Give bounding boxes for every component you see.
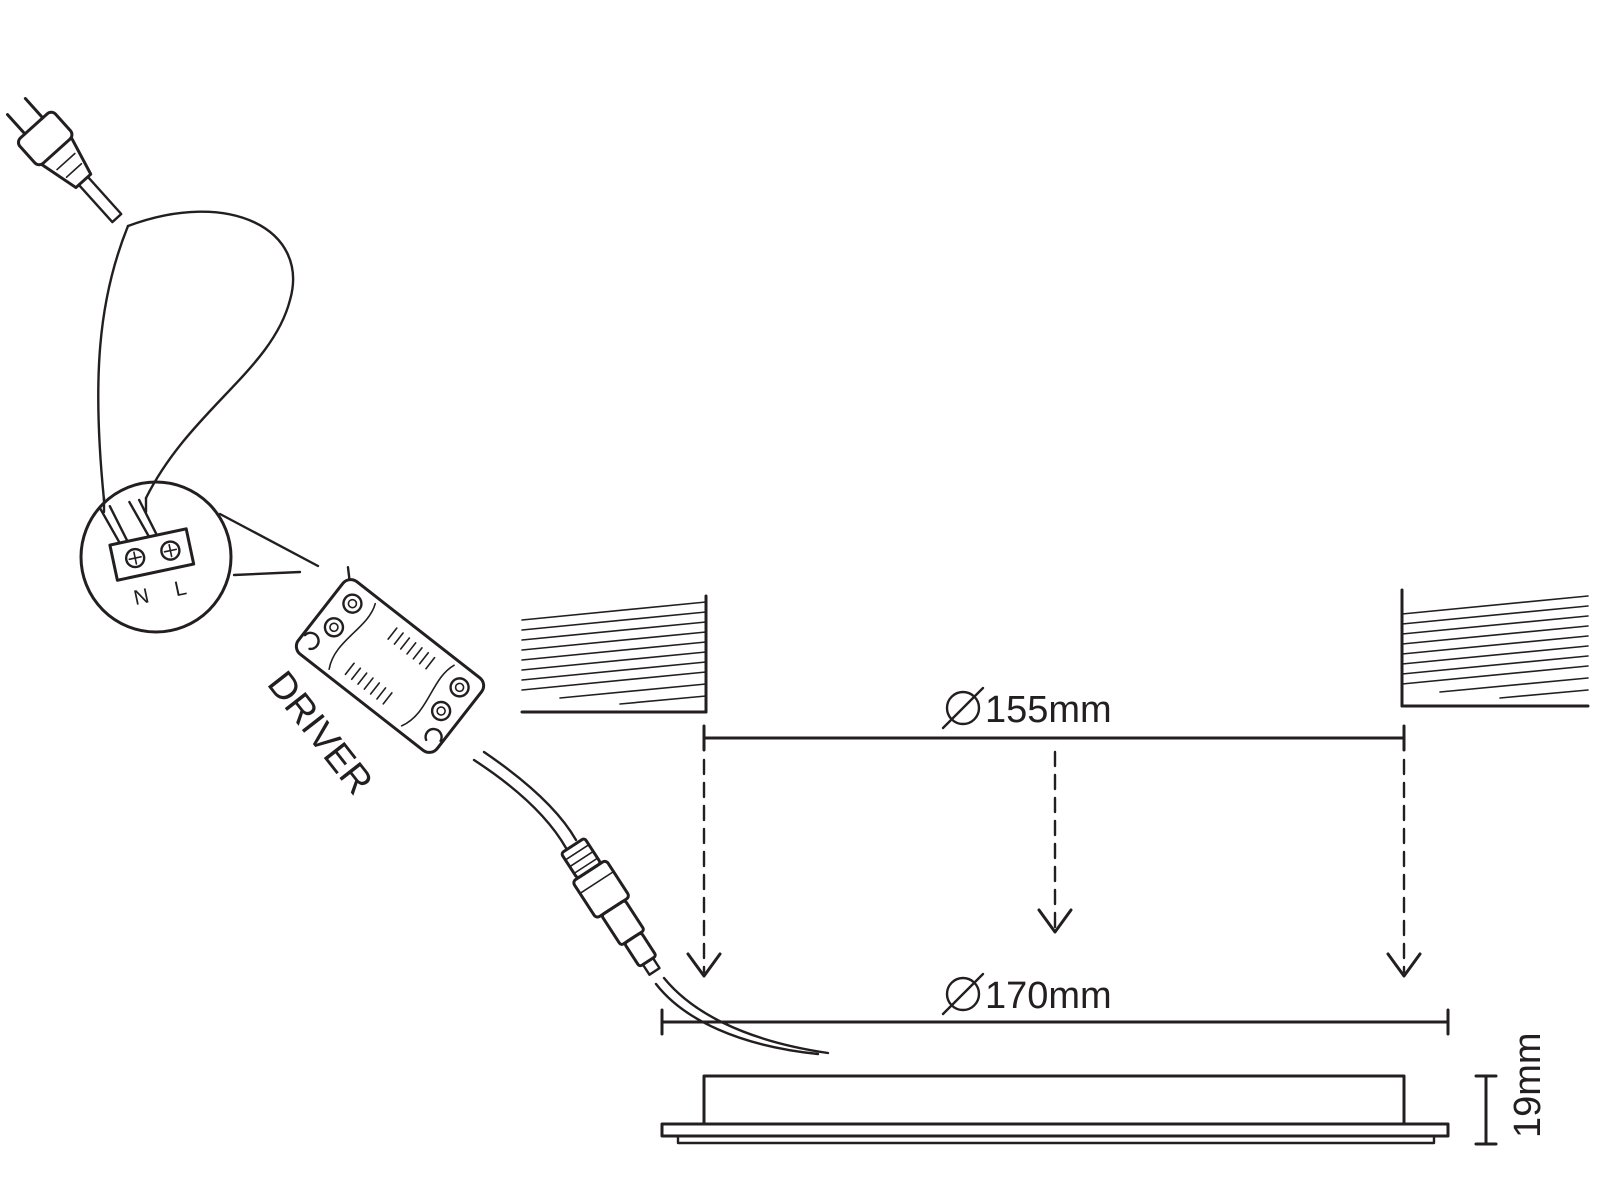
ceiling-section-right: [1400, 588, 1590, 708]
arrow-down-icon: [1386, 952, 1422, 978]
cutout-diameter-label: 155mm: [985, 689, 1112, 731]
panel-height-dimension: 19mm: [1474, 1032, 1549, 1146]
arrow-down-icon: [1037, 908, 1073, 934]
mains-plug-icon: [6, 97, 123, 224]
panel-height-label: 19mm: [1507, 1032, 1549, 1138]
panel-diameter-label: 170mm: [985, 975, 1112, 1017]
diameter-icon: [941, 972, 985, 1016]
arrow-down-icon: [686, 952, 722, 978]
low-voltage-cable: [472, 750, 830, 1056]
install-arrows: [686, 750, 1422, 978]
diameter-icon: [941, 686, 985, 730]
driver-box: DRIVER: [259, 565, 486, 803]
driver-label: DRIVER: [259, 664, 380, 803]
panel-dimension: 170mm: [660, 972, 1450, 1036]
terminal-n-label: N: [132, 584, 152, 610]
mains-cable: [97, 210, 295, 502]
dc-connector-icon: [560, 837, 661, 976]
cutout-dimension: 155mm: [702, 686, 1406, 752]
ceiling-section-left: [520, 594, 708, 714]
led-panel: [660, 1074, 1450, 1145]
terminal-l-label: L: [172, 576, 188, 601]
terminal-block-detail: N L: [79, 480, 320, 634]
